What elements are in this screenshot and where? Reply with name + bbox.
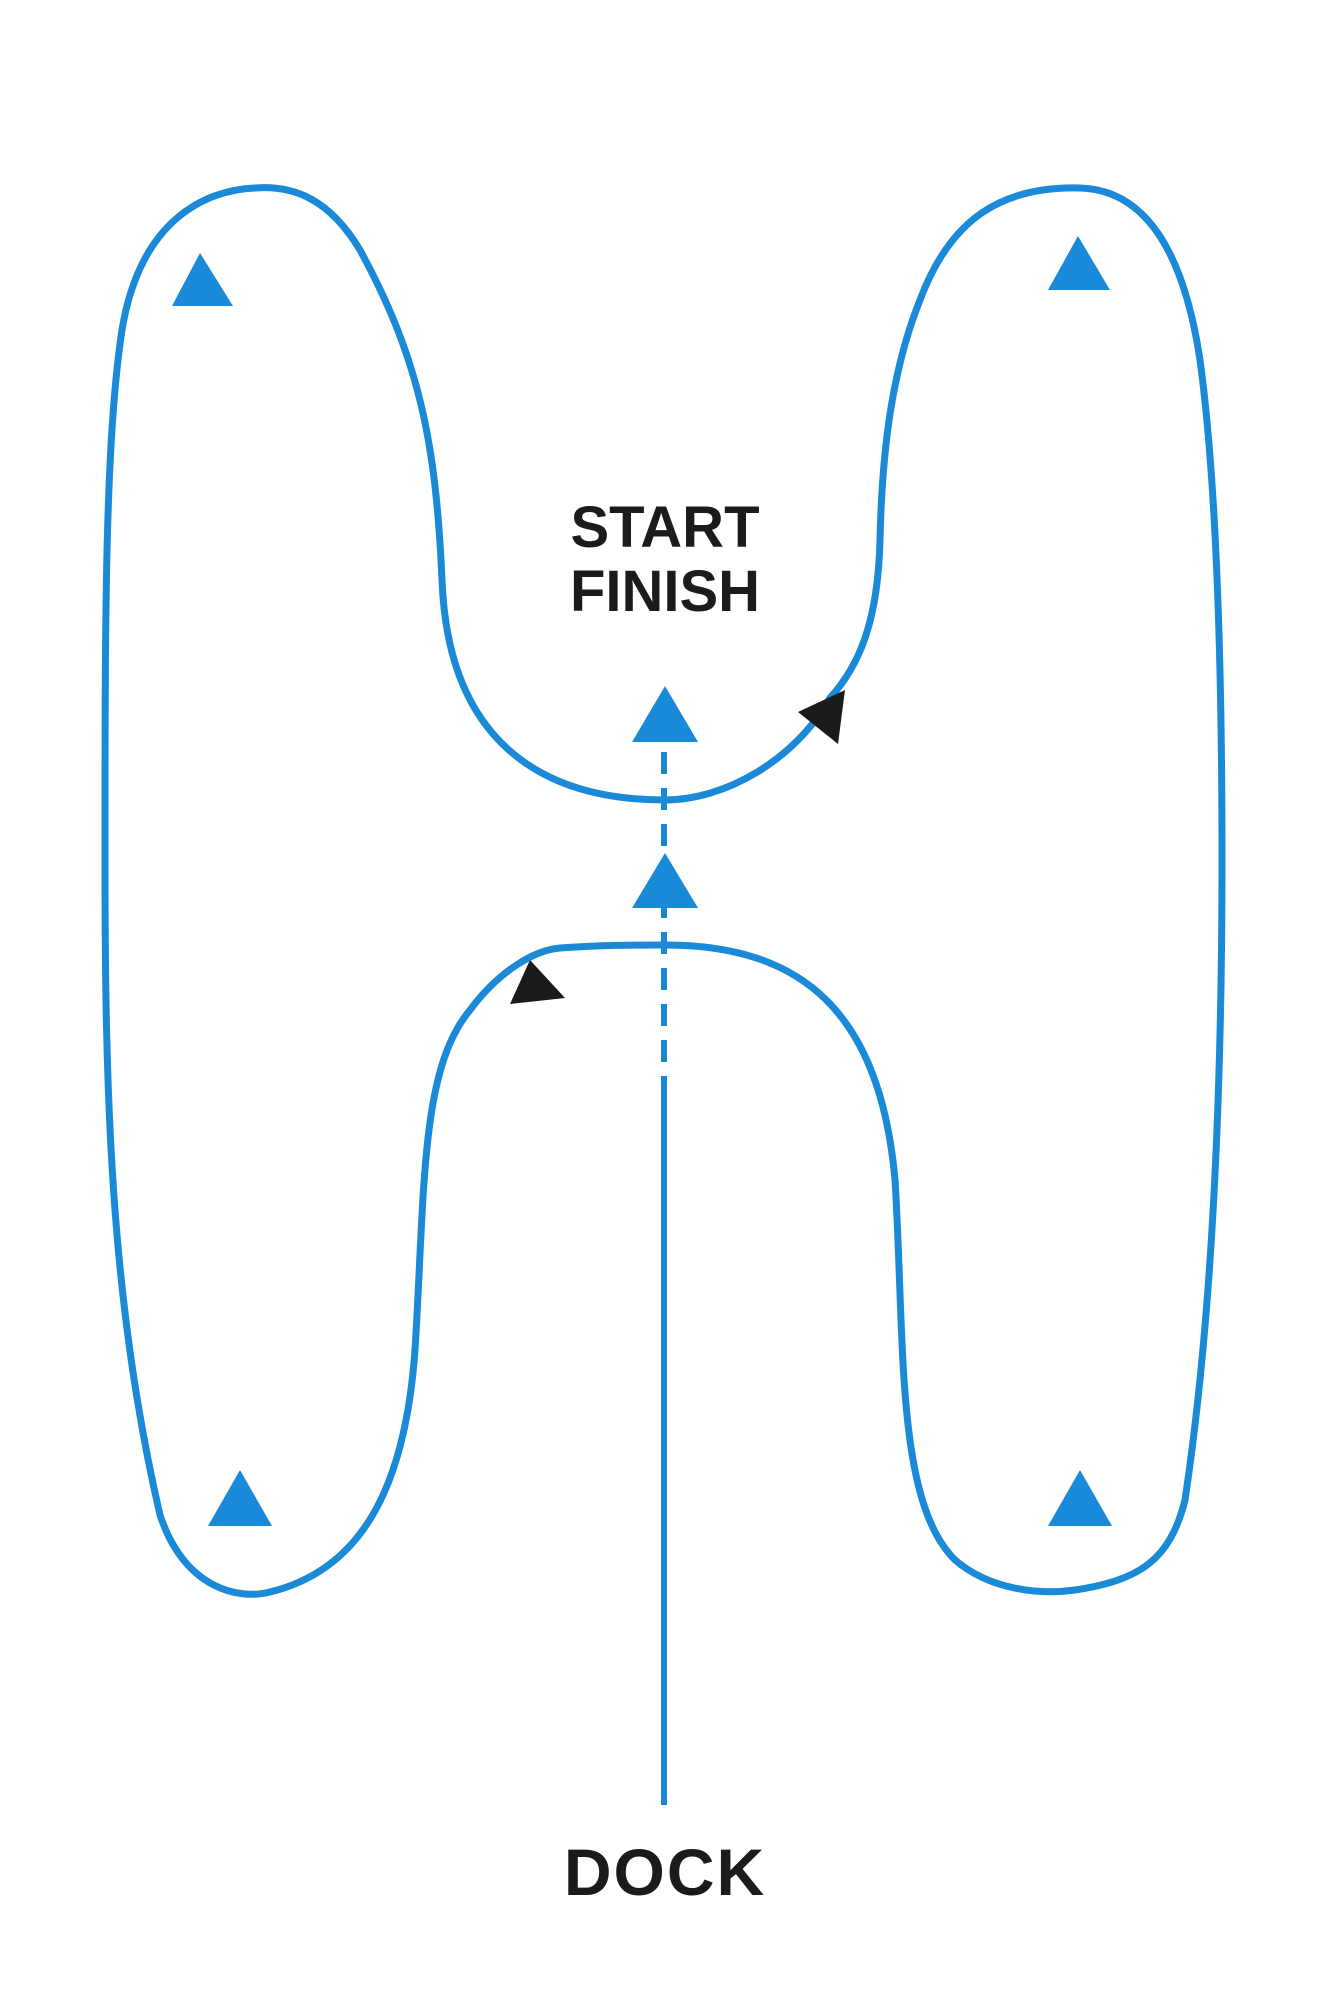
- buoy-top-left: [172, 253, 233, 306]
- start-finish-label: START FINISH: [520, 496, 810, 624]
- start-label: START: [570, 495, 760, 560]
- direction-arrow-right: [798, 690, 845, 744]
- buoy-top-right: [1048, 236, 1110, 290]
- course-path-upper: [101, 184, 834, 1598]
- finish-label: FINISH: [569, 559, 761, 624]
- buoy-center: [632, 853, 698, 908]
- buoy-start-finish: [632, 686, 698, 742]
- buoy-bottom-right: [1048, 1470, 1112, 1526]
- buoy-bottom-left: [208, 1470, 272, 1526]
- dock-label: DOCK: [563, 1835, 767, 1909]
- course-path-lower: [556, 184, 1226, 1596]
- direction-arrow-left: [510, 960, 565, 1004]
